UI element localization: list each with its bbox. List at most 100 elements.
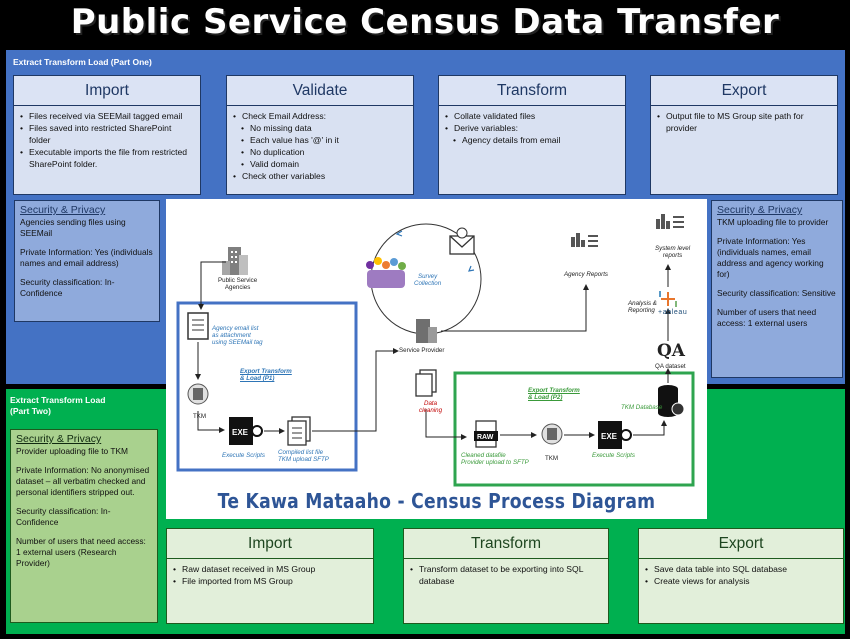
part-two-label: Extract Transform Load (Part Two): [10, 395, 105, 417]
stage-import-2: Import Raw dataset received in MS GroupF…: [166, 528, 374, 624]
census-process-diagram: EXE: [166, 199, 707, 519]
part-one-label: Extract Transform Load (Part One): [13, 57, 152, 67]
bullet-item: Files saved into restricted SharePoint f…: [19, 122, 195, 146]
tableau-label: +ableau: [658, 309, 688, 316]
bullet-item: Save data table into SQL database: [644, 563, 838, 575]
execute-script-icon: EXE: [229, 417, 263, 445]
svg-text:EXE: EXE: [232, 428, 249, 437]
security-line: Agencies sending files using SEEMail: [20, 217, 126, 238]
stage-title: Transform: [404, 529, 608, 559]
bullet-item: Raw dataset received in MS Group: [172, 563, 368, 575]
bullet-item: Derive variables:: [444, 122, 620, 134]
bullet-item: File imported from MS Group: [172, 575, 368, 587]
stage-title: Import: [14, 76, 200, 106]
qa-dataset-label: QA dataset: [655, 363, 686, 370]
part-two-label-line: Extract Transform Load: [10, 395, 106, 405]
security-line: Private Information: Yes (individuals na…: [717, 236, 824, 279]
security-title: Security & Privacy: [20, 204, 106, 216]
security-line: Provider uploading file to TKM: [16, 446, 129, 456]
data-cleaning-icon: [415, 369, 437, 397]
stage-title: Export: [639, 529, 843, 559]
survey-people-icon: [366, 257, 406, 288]
bullet-item: Agency details from email: [444, 134, 620, 146]
bullet-list: Raw dataset received in MS GroupFile imp…: [172, 563, 368, 587]
tkm-crest-icon: [541, 423, 563, 445]
system-reports-icon: [656, 214, 684, 229]
stage-transform-1: Transform Collate validated filesDerive …: [438, 75, 626, 195]
security-title: Security & Privacy: [16, 433, 102, 445]
bullet-item: Output file to MS Group site path for pr…: [656, 110, 832, 134]
bullet-item: Check other variables: [232, 170, 408, 182]
stage-title: Export: [651, 76, 837, 106]
bullet-item: Transform dataset to be exporting into S…: [409, 563, 603, 587]
diagram-canvas: EXE: [176, 214, 695, 487]
diagram-title: Te Kawa Mataaho - Census Process Diagram: [217, 489, 656, 513]
bullet-item: Create views for analysis: [644, 575, 838, 587]
bullet-list: Files received via SEEMail tagged emailF…: [19, 110, 195, 170]
survey-email-icon: [449, 227, 475, 255]
agency-reports-icon: [571, 233, 598, 247]
tkm-label: TKM: [193, 413, 207, 420]
bullet-list: Transform dataset to be exporting into S…: [409, 563, 603, 587]
security-box-export: Security & Privacy TKM uploading file to…: [711, 200, 843, 378]
execute-scripts-label: Execute Scripts: [222, 452, 265, 459]
security-title: Security & Privacy: [717, 204, 803, 216]
etl-p2-label: Export Transform& Load (P2): [528, 387, 580, 401]
bullet-item: No duplication: [232, 146, 408, 158]
security-line: Security classification: Sensitive: [717, 288, 836, 298]
stage-title: Validate: [227, 76, 413, 106]
security-line: Private Information: No anonymised datas…: [16, 465, 150, 497]
qa-label: QA: [657, 341, 685, 361]
tkm-crest-icon: [187, 383, 209, 405]
exe-label: EXE: [601, 432, 618, 441]
security-line: Private Information: Yes (individuals na…: [20, 247, 153, 268]
tkm-database-icon: [658, 385, 685, 417]
bullet-list: Save data table into SQL databaseCreate …: [644, 563, 838, 587]
compiled-list-icon: [287, 416, 311, 446]
service-provider-label: Service Provider: [399, 347, 445, 354]
bullet-item: Each value has '@' in it: [232, 134, 408, 146]
service-provider-building-icon: [416, 319, 437, 343]
stage-title: Transform: [439, 76, 625, 106]
stage-export-1: Export Output file to MS Group site path…: [650, 75, 838, 195]
stage-transform-2: Transform Transform dataset to be export…: [403, 528, 609, 624]
raw-label: RAW: [477, 434, 494, 441]
bullet-item: Valid domain: [232, 158, 408, 170]
security-box-part-two: Security & Privacy Provider uploading fi…: [10, 429, 158, 623]
bullet-item: Files received via SEEMail tagged email: [19, 110, 195, 122]
agencies-building-icon: [222, 247, 248, 275]
etl-p2-frame: [453, 371, 695, 487]
security-line: Number of users that need access: 1 exte…: [16, 536, 146, 568]
security-line: Security classification: In-Confidence: [20, 277, 115, 298]
agency-list-document-icon: [187, 312, 209, 340]
agency-reports-label: Agency Reports: [564, 271, 609, 278]
tkm-label: TKM: [545, 455, 559, 462]
part-two-label-line: (Part Two): [10, 406, 51, 416]
etl-p1-frame: [176, 301, 358, 472]
tkm-database-label: TKM Database: [621, 404, 663, 411]
stage-export-2: Export Save data table into SQL database…: [638, 528, 844, 624]
security-line: TKM uploading file to provider: [717, 217, 829, 227]
bullet-list: Collate validated filesDerive variables:…: [444, 110, 620, 146]
raw-datafile-icon: RAW: [474, 420, 498, 448]
bullet-item: Check Email Address:: [232, 110, 408, 122]
etl-p1-label: Export Transform& Load (P1): [240, 368, 292, 382]
bullet-list: Output file to MS Group site path for pr…: [656, 110, 832, 134]
security-line: Security classification: In-Confidence: [16, 506, 111, 527]
execute-script-icon: EXE: [598, 421, 632, 449]
bullet-item: No missing data: [232, 122, 408, 134]
security-box-import: Security & Privacy Agencies sending file…: [14, 200, 160, 322]
stage-validate: Validate Check Email Address:No missing …: [226, 75, 414, 195]
bullet-list: Check Email Address:No missing dataEach …: [232, 110, 408, 182]
tableau-icon: [659, 291, 677, 307]
execute-scripts-label: Execute Scripts: [592, 452, 635, 459]
analysis-reporting-label: Analysis &Reporting: [628, 300, 657, 314]
stage-title: Import: [167, 529, 373, 559]
bullet-item: Executable imports the file from restric…: [19, 146, 195, 170]
